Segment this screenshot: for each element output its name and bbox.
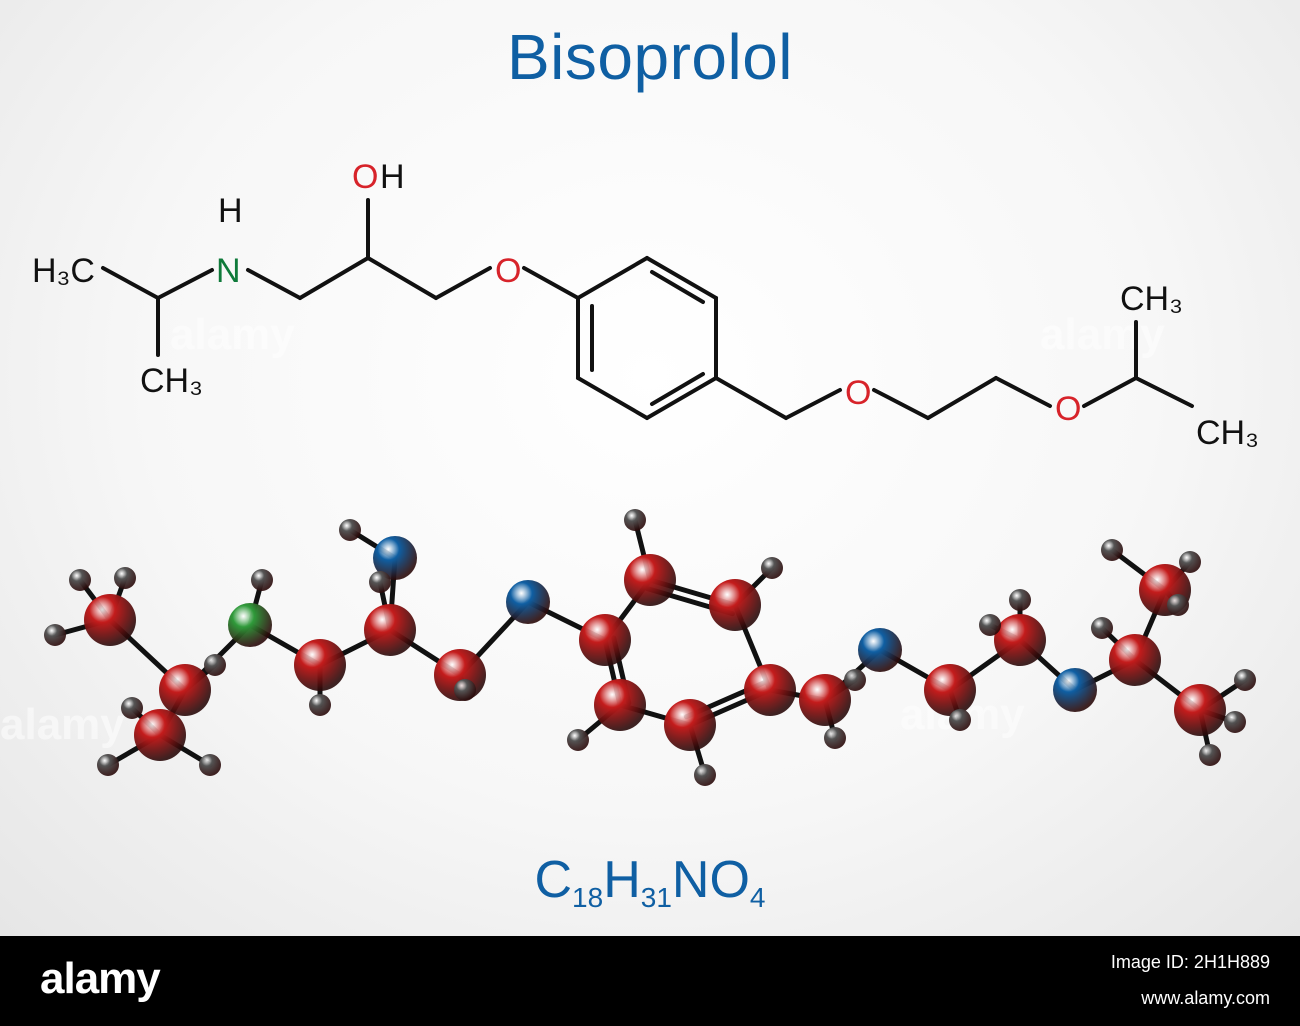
bond	[101, 266, 160, 300]
ether-oxygen-label-2: O	[845, 374, 871, 412]
hydrogen-atom	[1101, 539, 1123, 561]
carbon-atom	[799, 674, 851, 726]
carbon-atom	[364, 604, 416, 656]
bond	[926, 376, 998, 420]
bond	[650, 270, 705, 304]
hydrogen-atom	[949, 709, 971, 731]
bond	[298, 256, 370, 300]
bond	[645, 256, 718, 300]
bond	[650, 372, 705, 406]
ball-stick-atoms	[44, 509, 1256, 786]
carbon-atom	[1109, 634, 1161, 686]
formula-o-count: 4	[749, 882, 766, 913]
bond	[1082, 376, 1138, 408]
hydrogen-atom	[824, 727, 846, 749]
carbon-atom	[624, 554, 676, 606]
site-url: www.alamy.com	[1141, 988, 1270, 1008]
carbon-atom	[594, 679, 646, 731]
bond	[366, 256, 438, 300]
bond	[576, 256, 649, 300]
formula-c-count: 18	[572, 882, 604, 913]
nitrogen-label: N	[216, 252, 241, 290]
bond	[522, 266, 580, 300]
hydrogen-atom	[1179, 551, 1201, 573]
bond	[714, 376, 788, 420]
hydrogen-atom	[204, 654, 226, 676]
carbon-atom	[159, 664, 211, 716]
formula-no: NO	[671, 851, 750, 909]
hydrogen-atom	[114, 567, 136, 589]
oxygen-atom	[506, 580, 550, 624]
hydrogen-atom	[694, 764, 716, 786]
hydroxyl-o-label: O	[352, 158, 378, 196]
amine-h-label: H	[218, 192, 243, 230]
carbon-atom	[744, 664, 796, 716]
compound-title: Bisoprolol	[506, 21, 794, 93]
hydrogen-atom	[1091, 617, 1113, 639]
bond	[1134, 376, 1194, 408]
oxygen-atom	[858, 628, 902, 672]
methyl-label-bottom-right: CH₃	[1196, 414, 1259, 452]
methyl-label-left: H₃C	[32, 252, 95, 290]
methyl-label-bottom: CH₃	[140, 362, 203, 400]
bond	[994, 376, 1052, 408]
hydrogen-atom	[1167, 594, 1189, 616]
oxygen-atom	[1053, 668, 1097, 712]
hydrogen-atom	[979, 614, 1001, 636]
carbon-atom	[579, 614, 631, 666]
hydrogen-atom	[97, 754, 119, 776]
methyl-label-top-right: CH₃	[1120, 280, 1183, 318]
hydrogen-atom	[69, 569, 91, 591]
hydrogen-atom	[251, 569, 273, 591]
hydrogen-atom	[454, 679, 476, 701]
hydrogen-atom	[309, 694, 331, 716]
ether-oxygen-label-1: O	[495, 252, 521, 290]
hydrogen-atom	[1199, 744, 1221, 766]
formula-h-count: 31	[640, 882, 672, 913]
formula-c: C	[534, 851, 573, 909]
hydrogen-atom	[369, 571, 391, 593]
bond	[156, 268, 214, 300]
bond	[434, 266, 492, 300]
hydrogen-atom	[567, 729, 589, 751]
carbon-atom	[709, 579, 761, 631]
nitrogen-atom	[228, 603, 272, 647]
carbon-atom	[84, 594, 136, 646]
alamy-logo: alamy	[40, 954, 161, 1003]
bond	[246, 268, 302, 300]
oxygen-atom	[373, 536, 417, 580]
bond	[576, 376, 649, 420]
carbon-atom	[294, 639, 346, 691]
diagram-canvas: Bisoprolol alamy alamy alamy alamy	[0, 0, 1300, 936]
hydrogen-atom	[1224, 711, 1246, 733]
hydrogen-atom	[1009, 589, 1031, 611]
carbon-atom	[664, 699, 716, 751]
hydrogen-atom	[199, 754, 221, 776]
footer-bar: alamy Image ID: 2H1H889 www.alamy.com	[0, 936, 1300, 1026]
hydrogen-atom	[761, 557, 783, 579]
skeletal-formula: O H H N O O O H₃C CH₃ CH₃ CH₃	[32, 158, 1259, 786]
carbon-atom	[1174, 684, 1226, 736]
carbon-atom	[924, 664, 976, 716]
hydrogen-atom	[1234, 669, 1256, 691]
ether-oxygen-label-3: O	[1055, 390, 1081, 428]
bond	[645, 376, 718, 420]
carbon-atom	[134, 709, 186, 761]
hydroxyl-h-label: H	[380, 158, 405, 196]
bond	[784, 388, 842, 420]
hydrogen-atom	[121, 697, 143, 719]
molecular-formula: C18H31NO4	[0, 850, 1300, 914]
hydrogen-atom	[339, 519, 361, 541]
image-id-text: Image ID: 2H1H889	[1110, 952, 1270, 972]
hydrogen-atom	[624, 509, 646, 531]
carbon-atom	[994, 614, 1046, 666]
hydrogen-atom	[44, 624, 66, 646]
formula-h: H	[603, 851, 641, 909]
bond	[872, 388, 930, 420]
hydrogen-atom	[844, 669, 866, 691]
